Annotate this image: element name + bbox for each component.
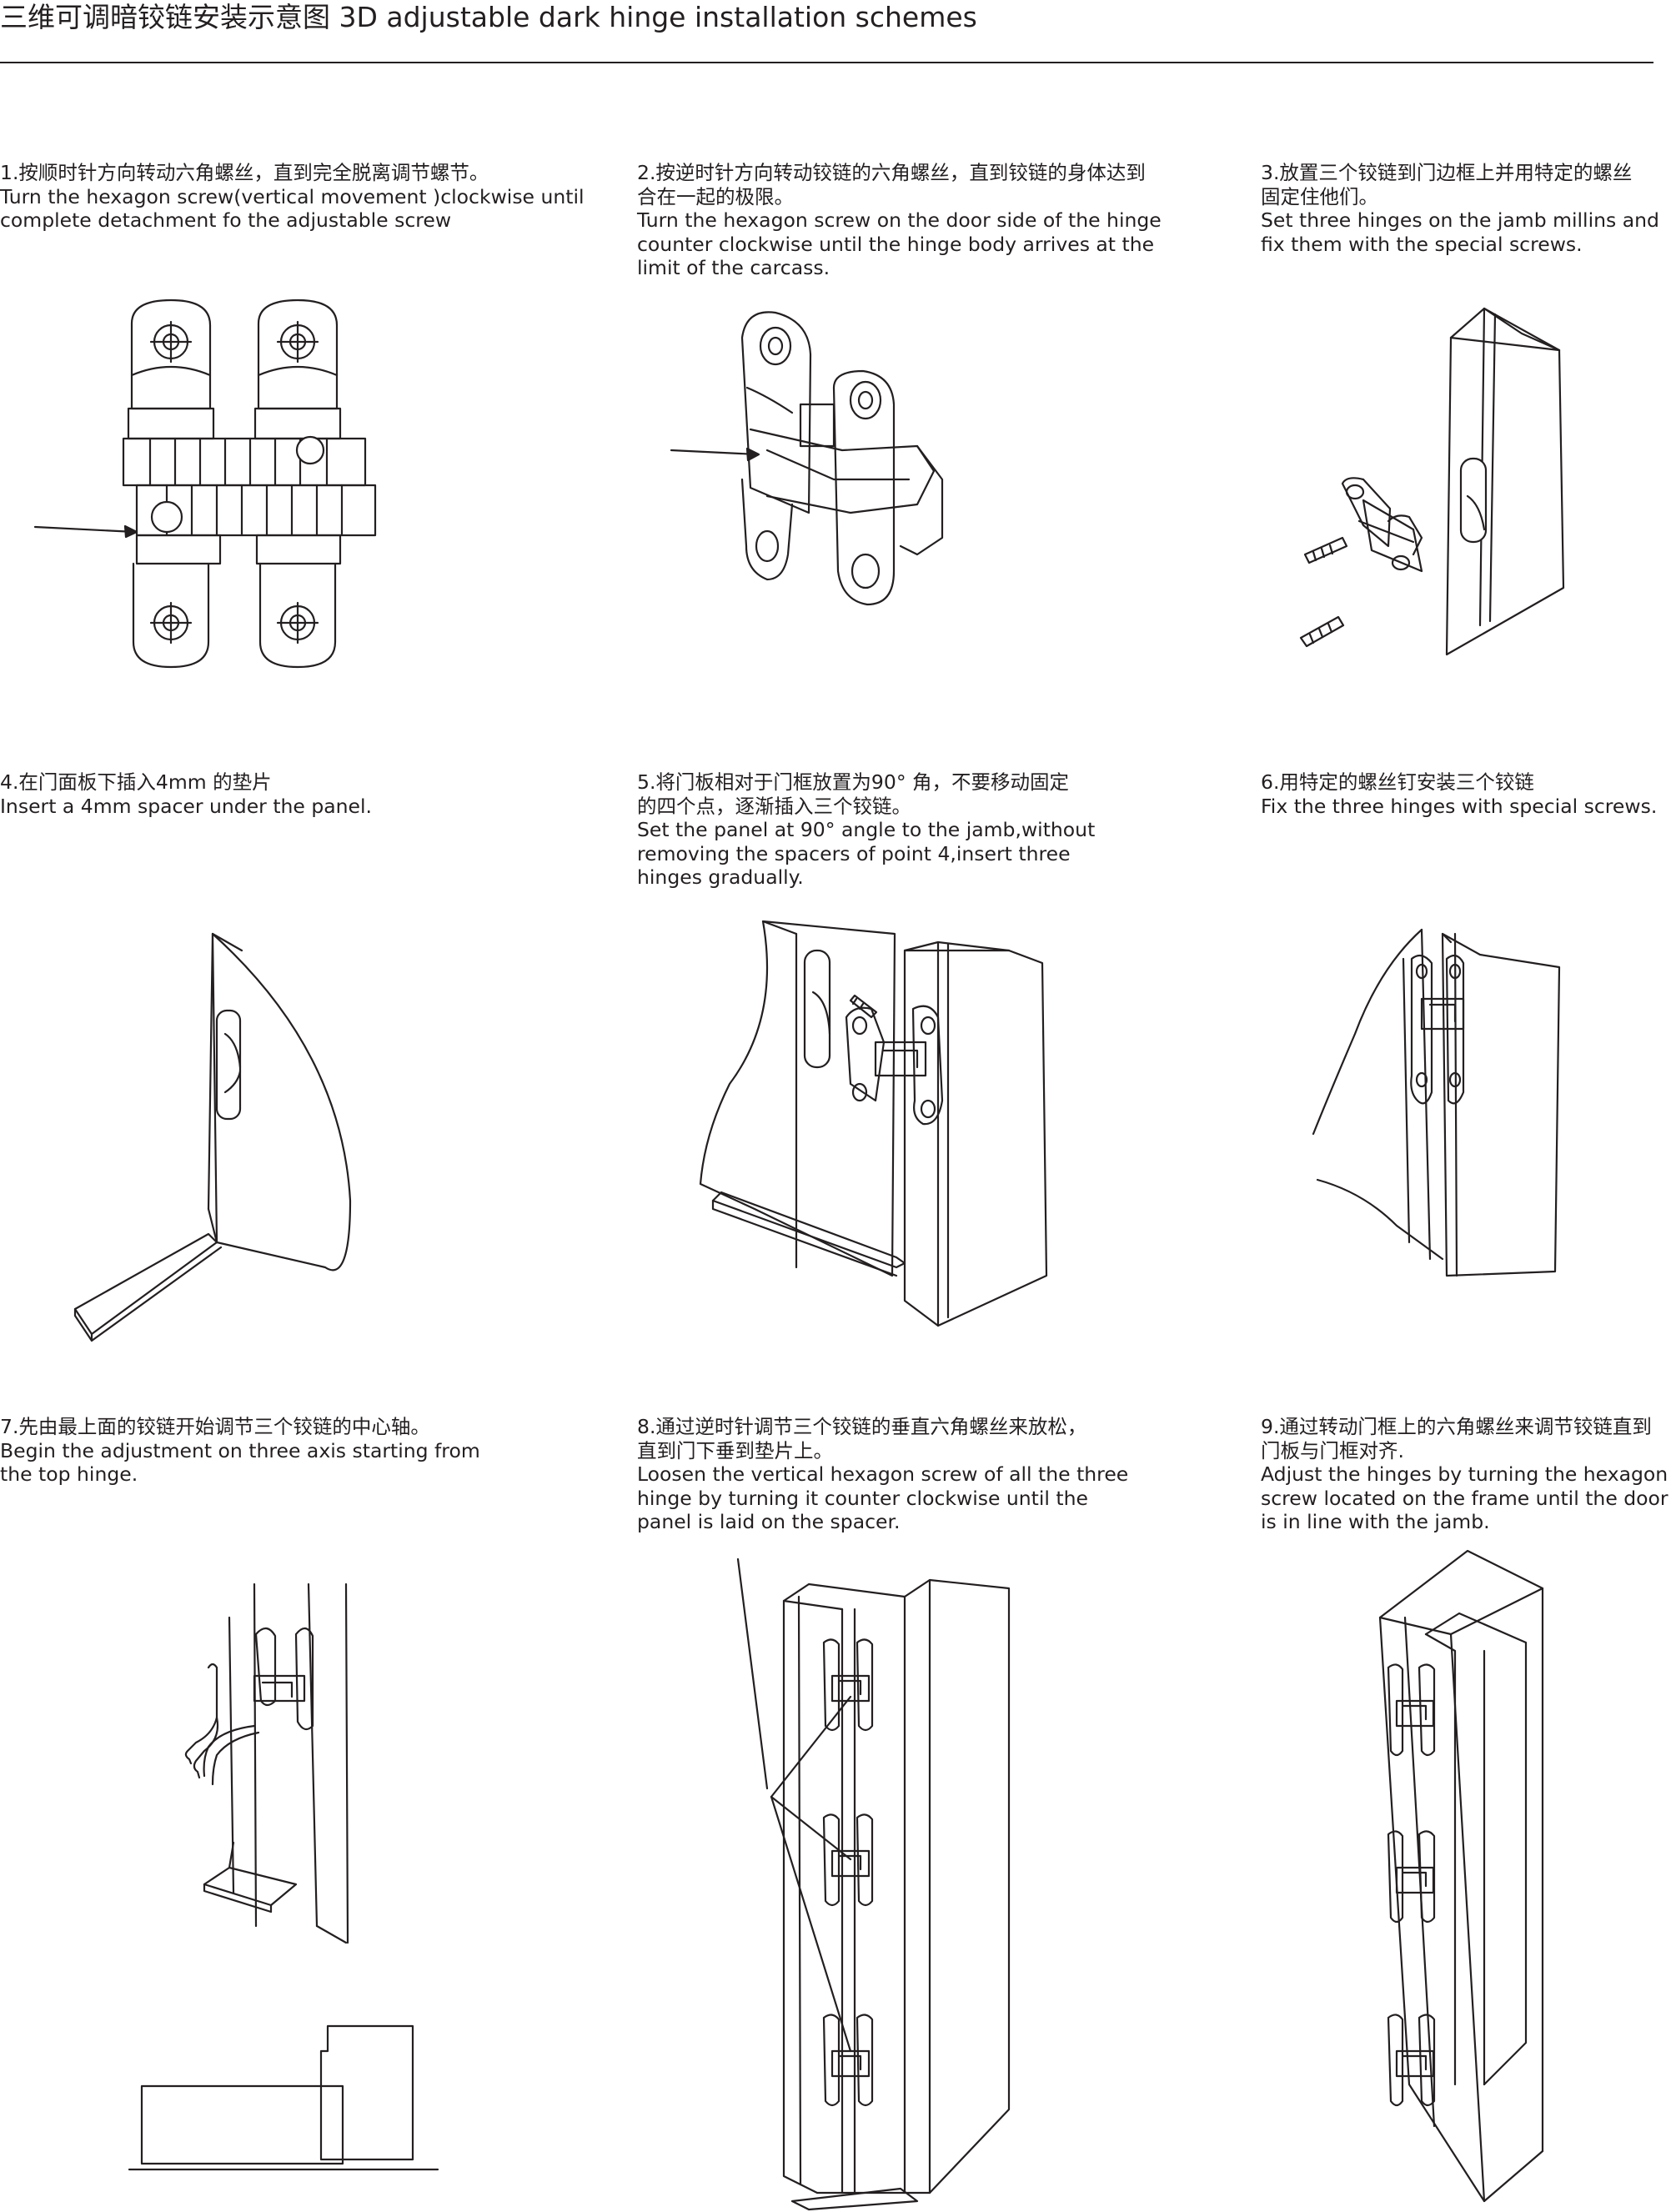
step-6-text: 6.用特定的螺丝钉安装三个铰链 Fix the three hinges wit… — [1261, 770, 1657, 818]
spacer — [792, 2189, 917, 2209]
hinge-top-right-flap — [255, 300, 340, 439]
step-8-figure — [734, 1559, 1034, 2209]
step-7-figure — [129, 1584, 438, 2209]
step-8-cn-line-1: 8.通过逆时针调节三个铰链的垂直六角螺丝来放松， — [637, 1415, 1087, 1438]
hinge-back-plate — [742, 312, 810, 513]
hinge-3d — [254, 1628, 313, 1729]
door-jamb — [784, 1580, 1009, 2193]
step-2-text: 2.按逆时针方向转动铰链的六角螺丝，直到铰链的身体达到 合在一起的极限。 Tur… — [637, 161, 1162, 280]
screw-bottom — [1301, 617, 1343, 646]
step-9-cn-line-1: 9.通过转动门框上的六角螺丝来调节铰链直到 — [1261, 1415, 1652, 1438]
step-5-text: 5.将门板相对于门框放置为90° 角，不要移动固定 的四个点，逐渐插入三个铰链。… — [637, 770, 1095, 890]
step-7-cn-line-1: 7.先由最上面的铰链开始调节三个铰链的中心轴。 — [0, 1415, 430, 1438]
door-panel — [1313, 930, 1443, 1259]
hinge-bottom-right-flap — [260, 564, 335, 667]
step-3-en-line-1: Set three hinges on the jamb millins and — [1261, 208, 1659, 232]
title-divider — [0, 62, 1653, 63]
step-3-en-line-2: fix them with the special screws. — [1261, 232, 1583, 256]
step-1-en-line-2: complete detachment fo the adjustable sc… — [0, 208, 452, 232]
step-9-en-line-2: screw located on the frame until the doo… — [1261, 1486, 1668, 1510]
step-9-text: 9.通过转动门框上的六角螺丝来调节铰链直到 门板与门框对齐. Adjust th… — [1261, 1415, 1668, 1534]
step-4-figure — [75, 934, 367, 1342]
step-2-en-line-1: Turn the hexagon screw on the door side … — [637, 208, 1162, 232]
door-panel — [1426, 1613, 1526, 2084]
hinge-bottom — [1388, 2014, 1434, 2105]
hinge-3d — [1411, 956, 1463, 1103]
door-jamb — [1380, 1551, 1543, 2201]
page-title: 三维可调暗铰链安装示意图 3D adjustable dark hinge in… — [0, 1, 977, 33]
door-jamb — [905, 942, 1046, 1326]
arrow-to-hex-screw — [35, 526, 137, 537]
step-7-text: 7.先由最上面的铰链开始调节三个铰链的中心轴。 Begin the adjust… — [0, 1415, 480, 1487]
step-8-text: 8.通过逆时针调节三个铰链的垂直六角螺丝来放松， 直到门下垂到垫片上。 Loos… — [637, 1415, 1128, 1534]
step-2-en-line-2: counter clockwise until the hinge body a… — [637, 232, 1155, 256]
step-9-figure — [1376, 1551, 1626, 2209]
hinge-knuckles — [123, 437, 375, 564]
step-5-figure — [696, 917, 1071, 1342]
hinge-front-plate — [834, 371, 894, 604]
arrow-to-hex-screw — [671, 449, 759, 460]
screw — [851, 996, 876, 1017]
hinge-bottom-left-flap — [133, 564, 208, 667]
door-jamb — [1447, 308, 1563, 655]
hinge-top-left-flap — [128, 300, 213, 439]
step-3-text: 3.放置三个铰链到门边框上并用特定的螺丝 固定住他们。 Set three hi… — [1261, 161, 1659, 256]
step-8-cn-line-2: 直到门下垂到垫片上。 — [637, 1438, 833, 1462]
hinge-arms — [742, 404, 942, 579]
pointer-line — [738, 1559, 767, 1788]
step-6-cn-line-1: 6.用特定的螺丝钉安装三个铰链 — [1261, 770, 1534, 794]
step-4-cn-line-1: 4.在门面板下插入4mm 的垫片 — [0, 770, 272, 794]
step-3-cn-line-1: 3.放置三个铰链到门边框上并用特定的螺丝 — [1261, 161, 1633, 184]
step-8-en-line-1: Loosen the vertical hexagon screw of all… — [637, 1462, 1129, 1486]
door-panel — [208, 934, 350, 1270]
step-9-en-line-1: Adjust the hinges by turning the hexagon — [1261, 1462, 1668, 1486]
screw-top — [1305, 538, 1347, 563]
step-1-text: 1.按顺时针方向转动六角螺丝，直到完全脱离调节螺节。 Turn the hexa… — [0, 161, 585, 233]
step-6-en-line-1: Fix the three hinges with special screws… — [1261, 794, 1658, 818]
step-4-text: 4.在门面板下插入4mm 的垫片 Insert a 4mm spacer und… — [0, 770, 372, 818]
step-3-figure — [1297, 304, 1572, 663]
step-1-figure — [25, 300, 392, 667]
door-panel — [700, 921, 895, 1276]
step-5-en-line-1: Set the panel at 90° angle to the jamb,w… — [637, 818, 1096, 841]
door-jamb — [229, 1584, 348, 1943]
spacer — [713, 1192, 905, 1276]
allen-key-icon — [186, 1664, 258, 1784]
hinge-3d — [1342, 478, 1422, 571]
step-4-en-line-1: Insert a 4mm spacer under the panel. — [0, 794, 373, 818]
door-jamb — [1443, 934, 1559, 1276]
spacer-4mm — [75, 1234, 221, 1341]
step-2-en-line-3: limit of the carcass. — [637, 256, 830, 279]
step-8-en-line-3: panel is laid on the spacer. — [637, 1510, 901, 1533]
step-1-cn-line-1: 1.按顺时针方向转动六角螺丝，直到完全脱离调节螺节。 — [0, 161, 489, 184]
hinge-middle — [1388, 1831, 1434, 1922]
step-5-cn-line-1: 5.将门板相对于门框放置为90° 角，不要移动固定 — [637, 770, 1070, 794]
step-9-cn-line-2: 门板与门框对齐. — [1261, 1438, 1404, 1462]
step-1-en-line-1: Turn the hexagon screw(vertical movement… — [0, 184, 585, 208]
step-5-en-line-2: removing the spacers of point 4,insert t… — [637, 841, 1071, 865]
step-7-en-line-2: the top hinge. — [0, 1462, 138, 1486]
step-2-cn-line-2: 合在一起的极限。 — [637, 184, 794, 208]
step-9-en-line-3: is in line with the jamb. — [1261, 1510, 1490, 1533]
step-2-figure — [667, 304, 1001, 663]
step-8-en-line-2: hinge by turning it counter clockwise un… — [637, 1486, 1088, 1510]
step-7-en-line-1: Begin the adjustment on three axis start… — [0, 1438, 480, 1462]
hinge-bottom — [824, 2014, 872, 2105]
hinge-pointer-arrows — [771, 1697, 851, 2051]
hinge-3d — [846, 1006, 942, 1124]
step-5-cn-line-2: 的四个点，逐渐插入三个铰链。 — [637, 794, 911, 818]
hinge-middle — [824, 1814, 872, 1905]
detail-jamb-and-panel — [129, 2026, 438, 2169]
step-6-figure — [1313, 925, 1580, 1284]
spacer — [204, 1843, 296, 1912]
step-3-cn-line-2: 固定住他们。 — [1261, 184, 1378, 208]
step-2-cn-line-1: 2.按逆时针方向转动铰链的六角螺丝，直到铰链的身体达到 — [637, 161, 1146, 184]
step-5-en-line-3: hinges gradually. — [637, 865, 804, 889]
hinge-top — [1388, 1664, 1434, 1755]
hinge-top — [824, 1639, 872, 1730]
